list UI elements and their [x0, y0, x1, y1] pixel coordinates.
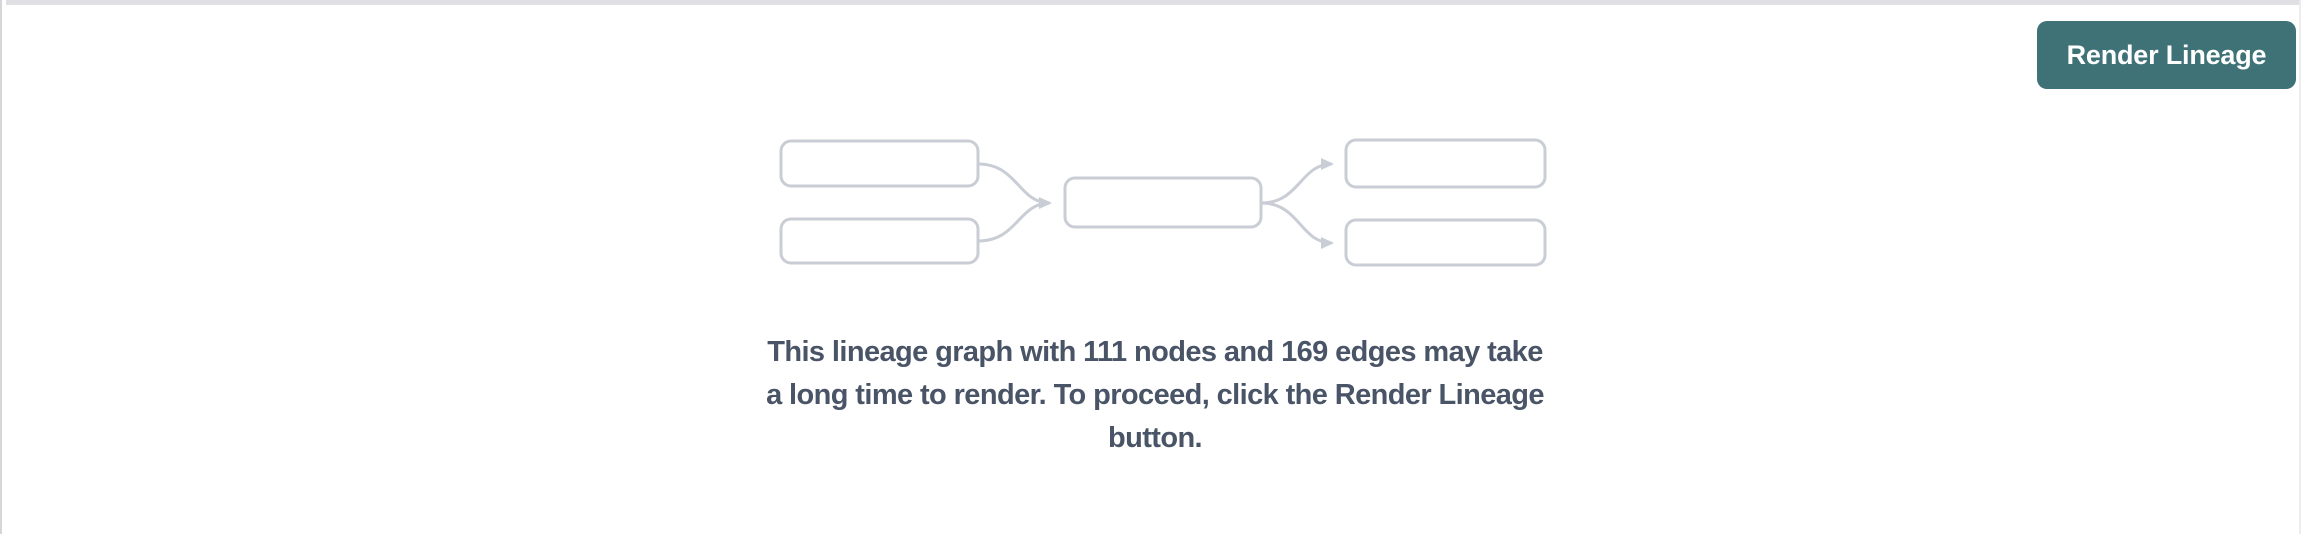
message-line: button. [1107, 422, 1203, 454]
message-line: a long time to render. To proceed, click… [766, 379, 1544, 411]
lineage-placeholder-diagram [760, 128, 1550, 268]
panel-right-border [2299, 0, 2301, 534]
message-line: This lineage graph with 111 nodes and 16… [767, 336, 1543, 368]
placeholder-node-right-top [1344, 138, 1547, 189]
panel-top-border [6, 0, 2300, 5]
placeholder-node-left-top [779, 139, 980, 188]
edge-right-bottom [1260, 201, 1334, 249]
render-lineage-button[interactable]: Render Lineage [2037, 21, 2296, 89]
edge-left-top [977, 162, 1052, 209]
edge-right-top [1260, 158, 1334, 205]
edge-left-bottom [977, 201, 1051, 243]
lineage-warning-message: This lineage graph with 111 nodes and 16… [725, 331, 1585, 460]
lineage-empty-state: This lineage graph with 111 nodes and 16… [2, 0, 2308, 460]
placeholder-node-right-bottom [1344, 218, 1547, 267]
placeholder-node-center [1063, 176, 1263, 229]
lineage-graph-icon [779, 138, 1547, 267]
placeholder-node-left-bottom [779, 217, 980, 265]
